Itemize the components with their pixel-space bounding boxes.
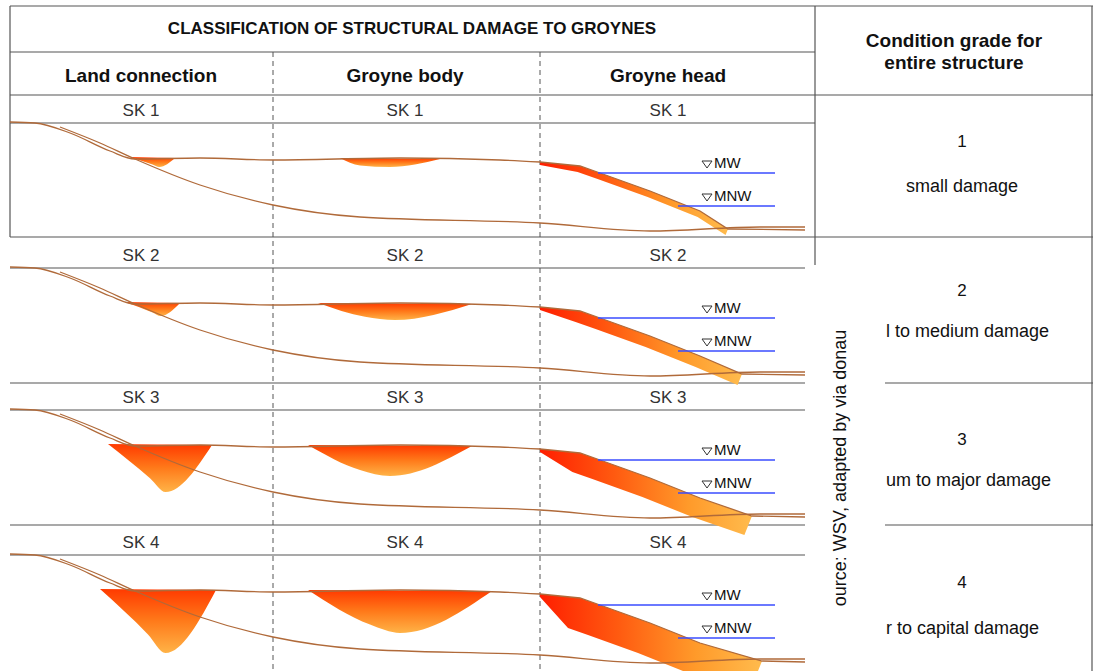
water-level-label: MW xyxy=(714,586,741,603)
damage-class-label: SK 1 xyxy=(123,101,160,121)
water-level-symbol xyxy=(702,306,712,313)
grid-line xyxy=(10,122,815,123)
water-level-line xyxy=(678,637,775,639)
water-level-line xyxy=(598,459,775,461)
damage-area xyxy=(540,449,752,535)
damage-class-label: SK 3 xyxy=(123,388,160,408)
bank-line xyxy=(60,559,805,663)
water-level-symbol xyxy=(702,339,712,346)
water-level-symbol xyxy=(702,194,712,201)
water-level-label: MNW xyxy=(714,619,752,636)
damage-class-label: SK 2 xyxy=(387,246,424,266)
water-level-symbol xyxy=(702,448,712,455)
grid-line xyxy=(10,382,1093,383)
condition-grade: 2 xyxy=(957,281,966,301)
grid-line xyxy=(814,6,815,265)
groyne-profile xyxy=(10,554,805,671)
crest-line xyxy=(540,449,805,517)
groyne-profile xyxy=(10,409,805,535)
water-level-line xyxy=(678,350,775,352)
water-level-symbol xyxy=(702,593,712,600)
crest-line xyxy=(10,122,540,162)
crest-line xyxy=(10,554,540,594)
damage-class-label: SK 2 xyxy=(650,246,687,266)
water-level-line xyxy=(678,205,775,207)
column-header: Groyne body xyxy=(346,65,463,87)
water-level-symbol xyxy=(702,481,712,488)
damage-area xyxy=(100,589,216,653)
damage-area xyxy=(340,158,440,167)
column-header: Condition grade for entire structure xyxy=(839,30,1069,74)
crest-line xyxy=(540,162,805,230)
crest-line xyxy=(10,409,540,449)
damage-area xyxy=(318,303,472,320)
grid-line xyxy=(10,409,815,410)
water-level-label: MNW xyxy=(714,474,752,491)
groyne-profile xyxy=(10,122,805,235)
water-level-symbol xyxy=(702,626,712,633)
damage-area xyxy=(108,444,212,492)
water-level-line xyxy=(598,172,775,174)
table-grid xyxy=(10,6,1093,671)
condition-grade: small damage xyxy=(906,176,1018,197)
condition-grade: l to medium damage xyxy=(886,321,1049,342)
condition-grade: 1 xyxy=(957,132,966,152)
condition-grade: 4 xyxy=(957,573,966,593)
crest-line xyxy=(540,307,805,375)
grid-line xyxy=(10,5,1093,6)
bank-line xyxy=(60,272,805,376)
damage-class-label: SK 4 xyxy=(650,533,687,553)
damage-class-label: SK 1 xyxy=(650,101,687,121)
bank-line xyxy=(60,414,805,518)
grid-line xyxy=(10,524,1093,525)
water-level-label: MW xyxy=(714,441,741,458)
damage-area xyxy=(308,445,472,476)
grid-line xyxy=(10,51,815,52)
damage-class-label: SK 1 xyxy=(387,101,424,121)
water-level-line xyxy=(598,604,775,606)
groyne-profile xyxy=(10,267,805,385)
water-level-line xyxy=(678,492,775,494)
damage-class-label: SK 2 xyxy=(123,246,160,266)
condition-grade: 3 xyxy=(957,430,966,450)
crest-line xyxy=(540,594,805,662)
water-level-line xyxy=(598,317,775,319)
water-level-symbol xyxy=(702,161,712,168)
damage-area xyxy=(308,590,492,633)
water-level-label: MW xyxy=(714,299,741,316)
crest-line xyxy=(10,267,540,307)
damage-class-label: SK 4 xyxy=(123,533,160,553)
condition-grade: um to major damage xyxy=(886,470,1051,491)
condition-grade: r to capital damage xyxy=(886,618,1039,639)
grid-line xyxy=(10,94,1093,95)
damage-class-label: SK 3 xyxy=(650,388,687,408)
grid-line xyxy=(10,267,815,268)
column-header: Land connection xyxy=(65,65,217,87)
source-note: ource: WSV, adapted by via donau xyxy=(830,330,851,607)
grid-line xyxy=(1091,6,1092,671)
grid-line xyxy=(10,554,815,555)
diagram-title: CLASSIFICATION OF STRUCTURAL DAMAGE TO G… xyxy=(168,19,656,39)
source-mask xyxy=(805,266,885,671)
grid-line xyxy=(10,236,1093,237)
water-level-label: MNW xyxy=(714,187,752,204)
water-level-label: MNW xyxy=(714,332,752,349)
damage-class-label: SK 3 xyxy=(387,388,424,408)
damage-class-label: SK 4 xyxy=(387,533,424,553)
grid-line xyxy=(540,52,541,671)
bank-line xyxy=(60,127,805,231)
column-header: Groyne head xyxy=(610,65,726,87)
water-level-label: MW xyxy=(714,154,741,171)
grid-line xyxy=(273,52,274,671)
